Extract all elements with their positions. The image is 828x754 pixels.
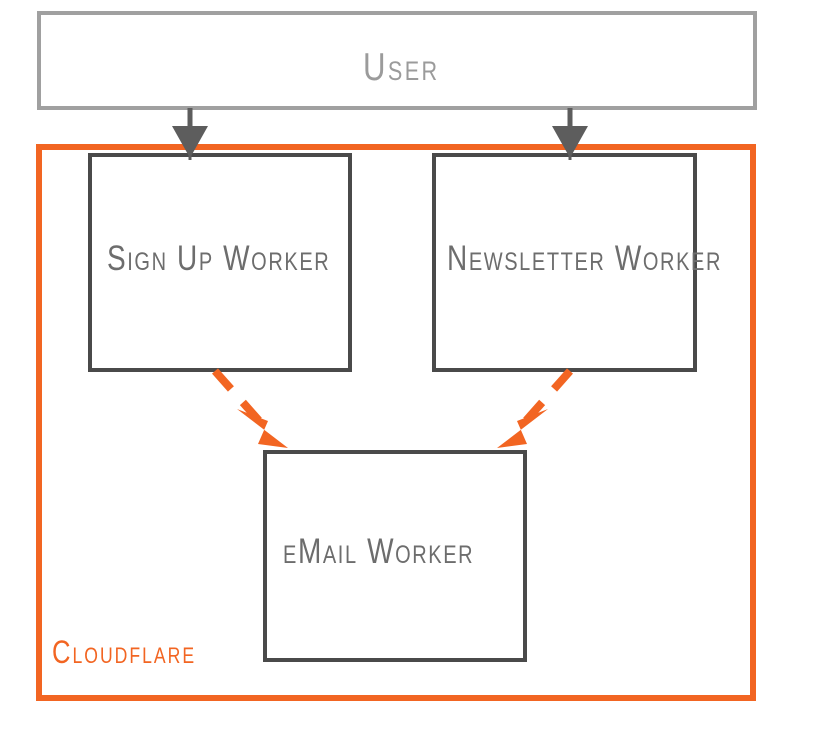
cloudflare-boundary-label: Cloudflare bbox=[52, 634, 197, 670]
sign-up-worker-label: Sign Up Worker bbox=[107, 239, 331, 278]
edge-newsletter-worker-to-email-worker bbox=[497, 368, 573, 448]
newsletter-worker-label: Newsletter Worker bbox=[447, 239, 722, 278]
edge-user-to-newsletter-worker bbox=[552, 108, 588, 160]
sign-up-worker-box[interactable] bbox=[88, 153, 352, 372]
user-label: User bbox=[363, 46, 440, 89]
user-box[interactable] bbox=[37, 11, 757, 110]
email-worker-label: eMail Worker bbox=[283, 532, 475, 571]
cloudflare-boundary-box[interactable] bbox=[36, 144, 756, 701]
edge-sign-up-worker-to-email-worker bbox=[212, 368, 288, 448]
edge-user-to-sign-up-worker bbox=[172, 108, 208, 160]
newsletter-worker-box[interactable] bbox=[432, 153, 697, 372]
email-worker-box[interactable] bbox=[263, 450, 527, 662]
